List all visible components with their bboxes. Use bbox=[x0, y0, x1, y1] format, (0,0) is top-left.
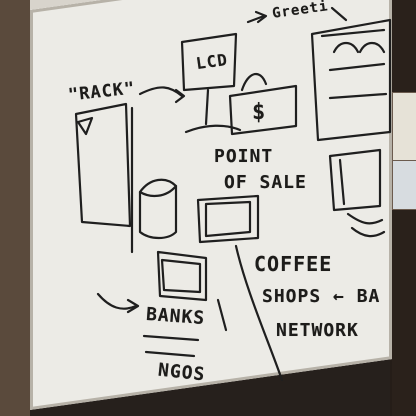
terminal-sketch bbox=[196, 194, 260, 244]
left-wall bbox=[0, 0, 30, 416]
coffee-label: COFFEE bbox=[254, 252, 333, 276]
wall-poster bbox=[392, 92, 416, 164]
point-of-sale-line1: POINT bbox=[214, 146, 274, 167]
point-of-sale-line2: OF SALE bbox=[224, 172, 307, 193]
shelf-sketch bbox=[310, 18, 392, 142]
dollar-label: $ bbox=[252, 100, 267, 125]
network-label: NETWORK bbox=[276, 320, 359, 341]
rack-sketch bbox=[74, 102, 132, 228]
cash-register-sketch bbox=[228, 84, 298, 136]
wall-poster-2 bbox=[392, 160, 416, 210]
banks-label: BANKS bbox=[145, 303, 206, 330]
device-sketch bbox=[156, 250, 208, 302]
cylinder-sketch bbox=[138, 178, 178, 240]
shops-label: SHOPS ← BA bbox=[262, 286, 381, 307]
lcd-monitor-sketch bbox=[180, 32, 238, 92]
